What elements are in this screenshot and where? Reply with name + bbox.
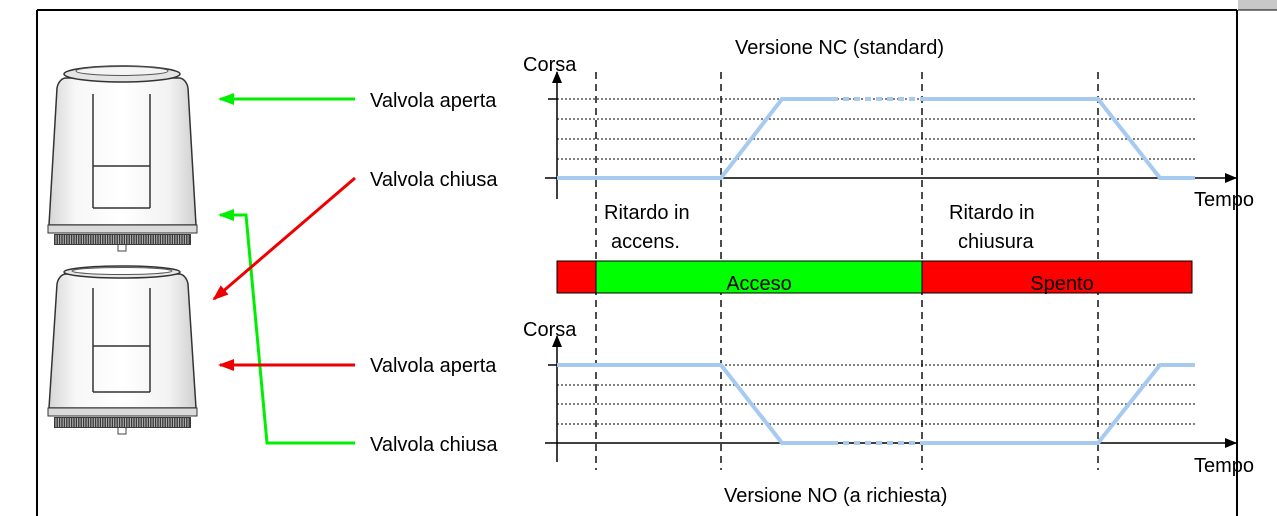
top-x-axis-label: Tempo <box>1194 189 1254 211</box>
state-on-label: Acceso <box>726 273 792 295</box>
actuator-closed-icon <box>47 265 198 435</box>
corner-tab <box>1238 0 1277 10</box>
connector-arrows <box>212 93 356 445</box>
state-off-label: Spento <box>1030 273 1093 295</box>
state-on <box>595 260 923 294</box>
top-y-axis-label: Corsa <box>523 54 577 76</box>
top-open-label: Valvola aperta <box>370 90 497 112</box>
actuator-ring-ridges <box>55 235 189 427</box>
top-closed-label: Valvola chiusa <box>370 169 498 191</box>
bottom-chart: Corsa Valvola aperta Valvola chiusa Temp… <box>370 319 1254 507</box>
state-off-end <box>921 260 1193 294</box>
red-arrow-closed <box>212 176 356 301</box>
off-delay-line2: chiusura <box>958 231 1034 253</box>
state-off-start <box>556 260 597 294</box>
state-bar: Acceso Spento <box>556 260 1193 295</box>
bottom-open-label: Valvola aperta <box>370 355 497 377</box>
top-curve-rise <box>557 97 832 180</box>
bottom-x-axis-label: Tempo <box>1194 455 1254 477</box>
bottom-curve-rise <box>922 363 1195 445</box>
green-arrow-closed <box>218 209 355 445</box>
delay-labels: Ritardo in accens. Ritardo in chiusura <box>604 202 1035 253</box>
page-frame <box>36 0 1277 516</box>
on-delay-line1: Ritardo in <box>604 202 690 224</box>
on-delay-line2: accens. <box>611 231 680 253</box>
bottom-closed-label: Valvola chiusa <box>370 434 498 456</box>
bottom-gridlines <box>557 364 1195 425</box>
top-gridlines <box>557 98 1195 160</box>
top-chart-title: Versione NC (standard) <box>735 37 944 59</box>
bottom-y-axis-label: Corsa <box>523 319 577 341</box>
off-delay-line1: Ritardo in <box>949 202 1035 224</box>
top-chart: Versione NC (standard) Corsa Valvola ape… <box>370 37 1254 211</box>
bottom-curve-fall <box>557 363 832 445</box>
top-curve-fall <box>922 97 1195 180</box>
bottom-chart-title: Versione NO (a richiesta) <box>724 485 947 507</box>
actuator-open-icon <box>47 65 198 252</box>
